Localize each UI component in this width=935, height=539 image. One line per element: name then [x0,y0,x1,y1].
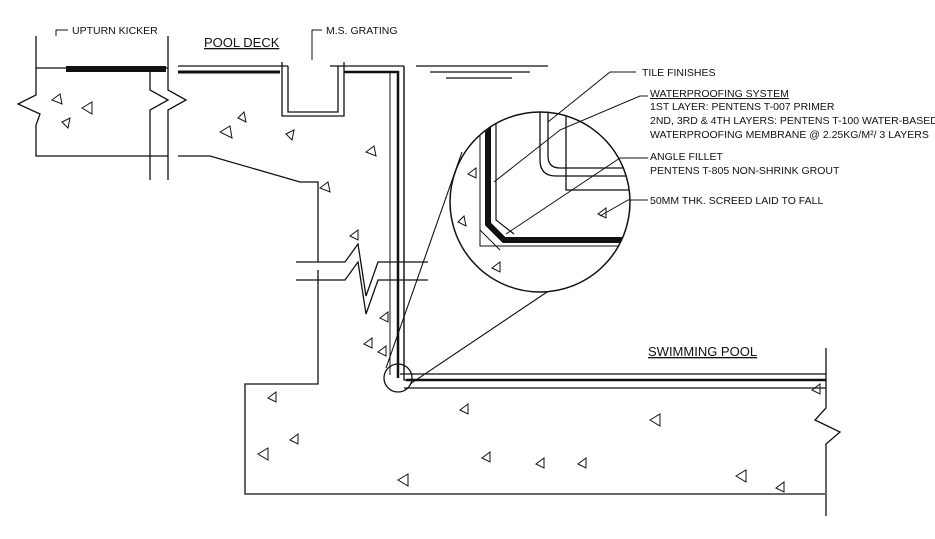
grout-label: PENTENS T-805 NON-SHRINK GROUT [650,165,840,177]
tile-finishes-label: TILE FINISHES [642,67,716,79]
callout-leaders [55,29,648,235]
upturn-kicker-label: UPTURN KICKER [72,25,158,37]
pool-floor-membrane [400,373,826,389]
corner-detail-marker [383,363,413,393]
swimming-pool-label: SWIMMING POOL [648,344,757,359]
waterproofing-layer-3: WATERPROOFING MEMBRANE @ 2.25KG/M²/ 3 LA… [650,129,929,141]
concrete-aggregate [50,93,821,493]
magnifier-leader-lines [385,151,557,385]
water-level-lines [416,65,548,79]
ms-grating-label: M.S. GRATING [326,25,398,37]
magnified-corner-detail [449,111,631,293]
deck-membrane [178,66,405,378]
waterproofing-layer-2: 2ND, 3RD & 4TH LAYERS: PENTENS T-100 WAT… [650,115,935,127]
kicker-membrane [66,66,166,72]
upturn-kicker-slab [16,36,188,180]
pool-deck-label: POOL DECK [204,35,280,50]
waterproofing-layer-1: 1ST LAYER: PENTENS T-007 PRIMER [650,101,835,113]
angle-fillet-label: ANGLE FILLET [650,151,724,163]
waterproofing-title: WATERPROOFING SYSTEM [650,88,789,100]
screed-label: 50MM THK. SCREED LAID TO FALL [650,195,823,207]
